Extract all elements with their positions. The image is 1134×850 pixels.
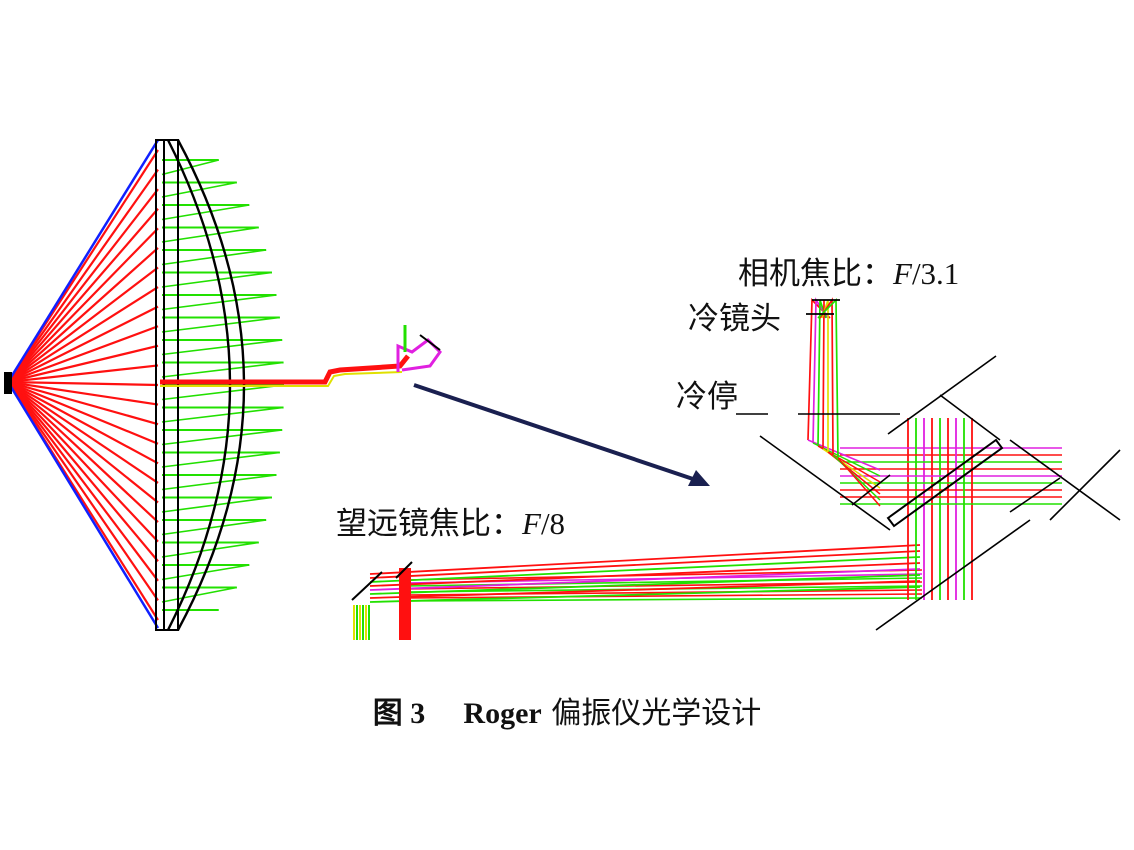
- cube-edge: [875, 519, 1031, 631]
- cube-edge: [939, 394, 1001, 441]
- cube-edge: [887, 355, 997, 435]
- focus-marker: [4, 372, 12, 394]
- return-ray: [161, 451, 280, 468]
- figure-caption: 图 3 Roger 偏振仪光学设计: [372, 696, 762, 731]
- fan-ray: [7, 305, 159, 383]
- camera-ray: [832, 454, 881, 501]
- fan-ray: [7, 381, 159, 562]
- cube-edge: [1009, 477, 1061, 513]
- return-ray: [161, 541, 259, 558]
- return-ray: [161, 406, 284, 423]
- return-ray: [161, 496, 273, 513]
- telescope-beam: [369, 556, 921, 583]
- return-ray: [161, 159, 219, 176]
- edge-ray: [6, 381, 160, 629]
- camera-ray: [837, 457, 881, 507]
- fan-ray: [7, 381, 159, 543]
- fan-ray: [7, 286, 159, 383]
- camera-ray: [817, 299, 827, 447]
- telescope-optics: [4, 139, 442, 631]
- polarimeter-detail-optics: [351, 297, 1121, 640]
- fan-ray: [7, 168, 159, 383]
- return-ray: [161, 294, 277, 311]
- telescope-beam: [369, 580, 921, 599]
- return-ray: [161, 586, 237, 603]
- return-ray: [161, 204, 250, 221]
- return-ray: [161, 384, 285, 401]
- cube-edge: [759, 435, 891, 531]
- return-ray: [161, 316, 280, 333]
- fan-ray: [7, 381, 159, 582]
- fan-ray: [7, 381, 159, 504]
- instrument-beam: [160, 371, 403, 387]
- return-ray: [161, 271, 273, 288]
- fan-ray: [7, 380, 159, 387]
- fan-ray: [7, 381, 159, 602]
- cube-edge: [1009, 439, 1121, 521]
- return-ray: [161, 181, 237, 198]
- telescope-beam: [369, 550, 921, 579]
- fan-ray: [7, 364, 159, 384]
- return-ray: [161, 361, 284, 378]
- cold-stop-label: 冷停: [676, 379, 738, 415]
- instrument-miniature: [419, 334, 441, 351]
- fan-ray: [7, 380, 159, 426]
- fan-ray: [7, 380, 159, 406]
- fan-ray: [7, 381, 159, 465]
- fold-mirror: [351, 571, 383, 601]
- beam-splitter: [886, 438, 1004, 528]
- telescope-beam: [405, 597, 923, 602]
- fan-ray: [7, 380, 159, 445]
- return-ray: [161, 226, 259, 243]
- return-ray: [161, 339, 283, 356]
- fan-ray: [7, 266, 159, 383]
- camera-ray: [812, 442, 881, 477]
- telescope-beam: [369, 586, 921, 603]
- fan-ray: [7, 188, 159, 383]
- camera-ray: [819, 297, 834, 456]
- edge-ray: [6, 139, 160, 383]
- fan-ray: [7, 227, 159, 383]
- camera-ray: [807, 439, 881, 471]
- instrument-beam: [160, 354, 410, 385]
- return-ray: [161, 519, 267, 536]
- fan-ray: [7, 381, 159, 484]
- telescope-beam: [369, 544, 921, 575]
- telescope-focal-ratio-label: 望远镜焦比：F/8: [336, 506, 566, 542]
- telescope-beam: [369, 562, 921, 587]
- fan-ray: [7, 325, 159, 384]
- cold-lens-label: 冷镜头: [688, 301, 781, 337]
- fan-ray: [7, 247, 159, 383]
- cube-edge: [1049, 449, 1121, 521]
- fan-ray: [7, 344, 159, 384]
- camera-focal-ratio-label: 相机焦比：F/3.1: [738, 256, 960, 292]
- telescope-beam: [369, 568, 921, 591]
- cube-edge: [851, 474, 891, 506]
- fan-ray: [7, 381, 159, 523]
- telescope-beam: [405, 593, 923, 599]
- telescope-beam: [369, 574, 921, 595]
- fan-ray: [7, 208, 159, 383]
- return-ray: [161, 429, 283, 446]
- camera-ray: [822, 299, 825, 450]
- fold-mirror: [395, 561, 413, 579]
- zoom-arrow: [413, 383, 710, 486]
